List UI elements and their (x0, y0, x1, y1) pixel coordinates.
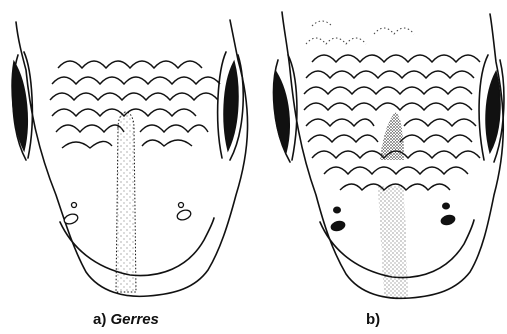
panel-a-left-eye (12, 62, 27, 150)
panel-a-right-nostril-front (179, 203, 184, 208)
panel-a-left-nostril-front (72, 203, 77, 208)
panel-b-dorsal-stripe (378, 112, 408, 298)
panel-a-genus: Gerres (111, 311, 159, 328)
panel-a-right-nostril-rear (176, 208, 192, 221)
panel-b-left-eye (274, 72, 289, 152)
panel-b-stripe-upper (380, 112, 404, 160)
panel-b-right-nostril-rear (440, 214, 456, 226)
panel-a-right-eye (224, 62, 238, 150)
panel-b-caption: b) (366, 311, 380, 328)
panel-b-left-nostril-rear (330, 220, 346, 232)
panel-a-scales (50, 61, 220, 148)
panel-b-label: b) (366, 311, 380, 328)
panel-b-right-nostril-front (443, 203, 450, 209)
panel-a-label: a) (93, 311, 106, 328)
panel-b-right-eye (486, 72, 500, 152)
panel-a-caption: a) Gerres (93, 311, 159, 328)
panel-a-dorsal-stripe (116, 112, 136, 292)
panel-b-left-nostril-front (334, 207, 341, 213)
panel-b-stripe-lower (378, 186, 408, 298)
panel-b-faint-scales (306, 21, 414, 44)
